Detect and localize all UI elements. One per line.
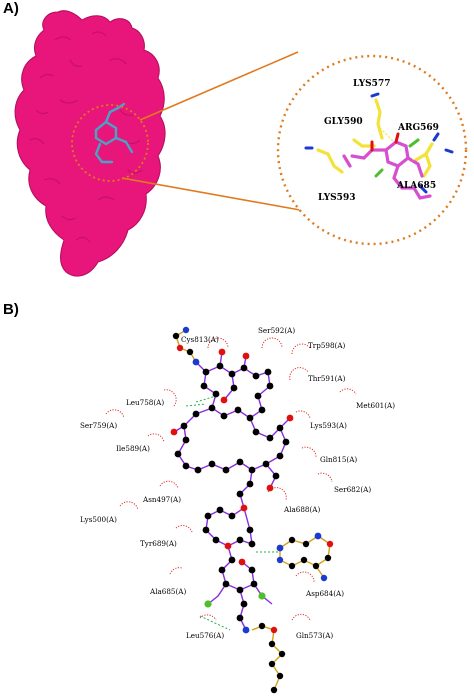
residue-lys500: Lys500(A) xyxy=(80,515,117,524)
ligand-zoom-atoms xyxy=(370,132,420,178)
arc-asn497 xyxy=(159,480,179,489)
arc-lys593 xyxy=(295,410,311,419)
zoom-label-lys593: LYS593 xyxy=(318,193,355,203)
oxygen-atoms xyxy=(170,344,334,634)
arc-gln815 xyxy=(301,446,317,459)
zoom-label-lys577: LYS577 xyxy=(353,79,390,89)
residue-met601: Met601(A) xyxy=(356,401,395,410)
residue-asp684: Asp684(A) xyxy=(305,589,344,598)
ligand-stick-model xyxy=(94,102,134,164)
arc-leu758 xyxy=(163,389,177,407)
residue-ser759: Ser759(A) xyxy=(80,421,117,430)
arc-met601 xyxy=(339,388,357,395)
binding-site-marker xyxy=(71,104,149,182)
side-chain-atoms xyxy=(304,92,454,194)
arc-cys813 xyxy=(207,337,229,349)
arc-ser682 xyxy=(317,472,333,483)
carbon-atoms xyxy=(172,332,332,694)
fluorine-atoms xyxy=(204,592,266,608)
arc-lys500 xyxy=(119,501,139,511)
hydrogen-bonds xyxy=(185,395,278,631)
arc-ile589 xyxy=(147,433,165,443)
residue-asn497: Asn497(A) xyxy=(142,495,181,504)
residue-tyr689: Tyr689(A) xyxy=(140,539,177,548)
residue-leu758: Leu758(A) xyxy=(126,398,164,407)
residue-ser592: Ser592(A) xyxy=(258,326,295,335)
zoom-label-gly590: GLY590 xyxy=(324,117,363,127)
nitrogen-atoms xyxy=(182,326,328,634)
residue-leu576: Leu576(A) xyxy=(186,631,224,640)
residue-thr591: Thr591(A) xyxy=(308,374,346,383)
ligand-bonds xyxy=(173,351,291,631)
panel-a: LYS577 GLY590 ARG569 LYS593 ALA685 xyxy=(14,10,468,277)
arc-ala685 xyxy=(169,567,183,575)
residue-lys593: Lys593(A) xyxy=(310,421,347,430)
zoom-connector-top xyxy=(139,51,299,121)
residue-ala685: Ala685(A) xyxy=(149,587,186,596)
residue-trp598: Trp598(A) xyxy=(308,341,346,350)
panel-a-label: A) xyxy=(3,0,19,17)
hydrophobic-contacts xyxy=(105,337,357,621)
ligand-zoom-model xyxy=(342,140,432,200)
arc-tyr689 xyxy=(175,524,193,533)
arc-ser592 xyxy=(261,337,283,349)
arc-gln573 xyxy=(291,613,311,621)
arc-ser759 xyxy=(105,409,125,419)
residue-gln815: Gln815(A) xyxy=(320,455,357,464)
zoom-hbonds xyxy=(379,127,427,161)
residue-cys813: Cys813(A) xyxy=(181,335,219,344)
arc-asp684 xyxy=(295,571,315,583)
protein-surface xyxy=(14,10,166,277)
residue-ser682: Ser682(A) xyxy=(334,485,371,494)
residue-gln573: Gln573(A) xyxy=(296,631,333,640)
zoom-label-ala685: ALA685 xyxy=(396,181,436,191)
zoom-connector-bottom xyxy=(121,177,301,211)
zoom-label-arg569: ARG569 xyxy=(397,123,439,133)
panel-b: Cys813(A) Ser592(A) Trp598(A) Thr591(A) … xyxy=(80,326,395,694)
residue-ala688: Ala688(A) xyxy=(283,505,320,514)
arc-thr591 xyxy=(289,367,309,381)
residue-ile589: Ile589(A) xyxy=(116,444,150,453)
panel-b-label: B) xyxy=(3,301,19,318)
